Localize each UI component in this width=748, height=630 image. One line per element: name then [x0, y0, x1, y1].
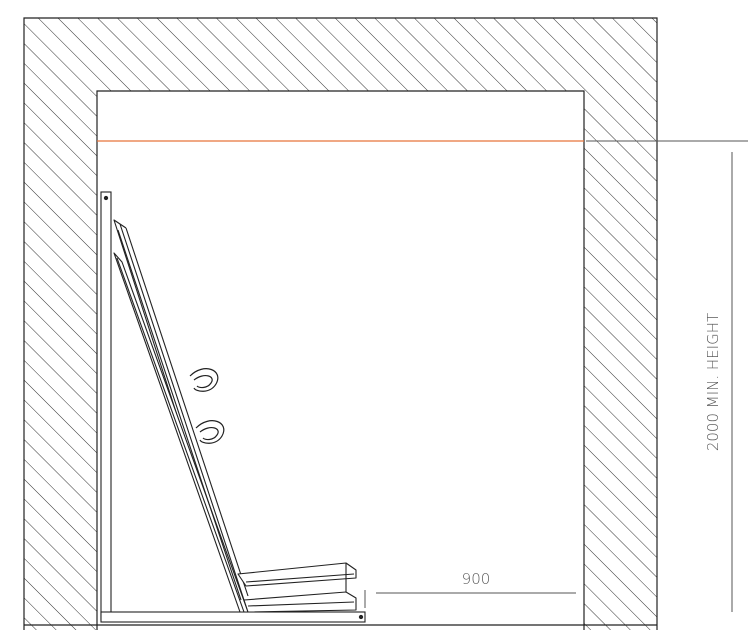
wall-mount-rail: [100, 191, 112, 621]
height-dimension-label: 2000 MIN. HEIGHT: [704, 313, 722, 451]
folded-seat-bench: [237, 562, 357, 613]
frame-handles: [189, 368, 225, 444]
folded-bed-frame: [113, 219, 249, 613]
width-dimension-label: 900: [462, 570, 491, 588]
height-dimension: [586, 140, 748, 612]
floor-base-plate: [100, 611, 366, 623]
wall-outline: [23, 17, 658, 630]
wall-hatching: [24, 18, 657, 630]
width-dimension: [364, 590, 576, 608]
